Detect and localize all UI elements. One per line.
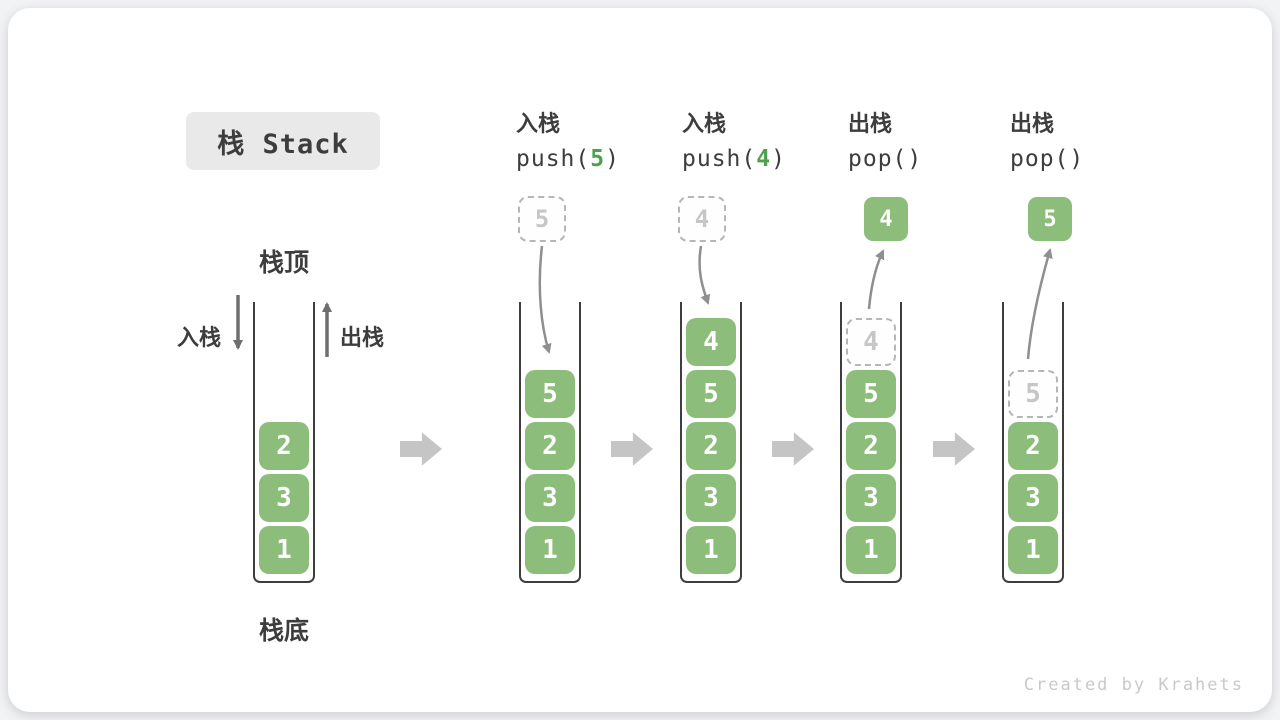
stack-block: 3: [686, 474, 736, 522]
pop-direction-label: 出栈: [340, 326, 385, 351]
step-label-pop-5: 出栈 pop(): [1010, 106, 1084, 172]
stack-block: 5: [686, 370, 736, 418]
code-suffix: ): [907, 146, 923, 172]
popped-value-box-5: 5: [1028, 197, 1072, 241]
push-direction-label: 入栈: [177, 326, 222, 351]
code-suffix: ): [771, 146, 786, 172]
step-label-push-4: 入栈 push(4): [682, 106, 786, 172]
stack-block: 5: [525, 370, 575, 418]
step-op-text: 出栈: [1010, 112, 1055, 137]
step-code-text: pop(): [848, 146, 922, 172]
step-op-text: 入栈: [516, 112, 561, 137]
code-value: 4: [756, 146, 772, 172]
step-code-text: pop(): [1010, 146, 1084, 172]
code-value: 5: [590, 146, 606, 172]
pending-push-box-5: 5: [518, 196, 566, 242]
stack-bottom-label: 栈底: [258, 616, 309, 645]
code-prefix: pop(: [1010, 146, 1070, 172]
pending-push-box-4: 4: [678, 196, 726, 242]
stack-block-ghost: 4: [846, 318, 896, 366]
stack-block: 3: [1008, 474, 1058, 522]
stack-block: 1: [1008, 526, 1058, 574]
code-prefix: push(: [682, 146, 757, 172]
stack-block: 1: [525, 526, 575, 574]
code-prefix: push(: [516, 146, 591, 172]
stack-container-5: 5 2 3 1: [1002, 302, 1064, 583]
stack-block: 2: [259, 422, 309, 470]
page-title: 栈 Stack: [186, 112, 380, 170]
stack-block: 1: [846, 526, 896, 574]
stack-block: 1: [259, 526, 309, 574]
stack-block: 3: [259, 474, 309, 522]
step-code-text: push(4): [682, 146, 786, 172]
page-title-text: 栈 Stack: [217, 128, 349, 160]
code-suffix: ): [1069, 146, 1085, 172]
stack-block: 2: [525, 422, 575, 470]
step-code-text: push(5): [516, 146, 620, 172]
stack-block: 1: [686, 526, 736, 574]
code-prefix: pop(: [848, 146, 908, 172]
stack-block: 2: [846, 422, 896, 470]
stack-container-2: 5 2 3 1: [519, 302, 581, 583]
stack-container-4: 4 5 2 3 1: [840, 302, 902, 583]
step-label-pop-4: 出栈 pop(): [848, 106, 922, 172]
step-op-text: 入栈: [682, 112, 727, 137]
stack-block-ghost: 5: [1008, 370, 1058, 418]
stack-block: 3: [846, 474, 896, 522]
stack-container-3: 4 5 2 3 1: [680, 302, 742, 583]
stack-block: 2: [686, 422, 736, 470]
watermark: Created by Krahets: [1023, 675, 1244, 695]
code-suffix: ): [605, 146, 620, 172]
stack-block: 3: [525, 474, 575, 522]
step-op-text: 出栈: [848, 112, 893, 137]
popped-value-box-4: 4: [864, 197, 908, 241]
stack-block: 2: [1008, 422, 1058, 470]
stack-container-1: 2 3 1: [253, 302, 315, 583]
stack-top-label: 栈顶: [258, 248, 309, 277]
stack-block: 4: [686, 318, 736, 366]
step-label-push-5: 入栈 push(5): [516, 106, 620, 172]
stack-block: 5: [846, 370, 896, 418]
